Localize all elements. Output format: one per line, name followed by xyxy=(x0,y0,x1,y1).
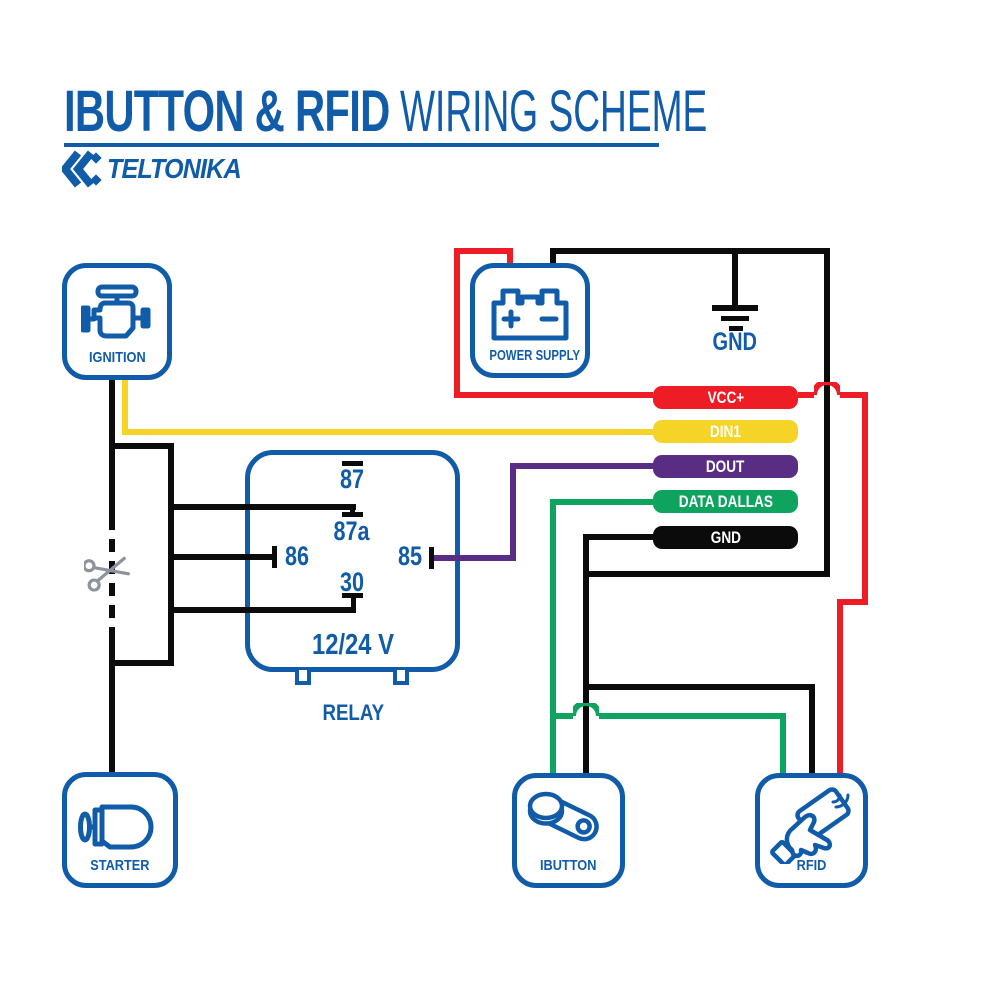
wire-segment-red xyxy=(454,392,653,398)
wire-segment-purple xyxy=(434,555,516,561)
wire-band-dout: DOUT xyxy=(653,455,798,478)
power-supply-label: POWER SUPPLY xyxy=(489,347,581,364)
wire-band-din1: DIN1 xyxy=(653,420,798,443)
wire-band-gnd: GND xyxy=(653,526,798,549)
wire-segment-black xyxy=(721,316,749,321)
relay-pin-86: 86 xyxy=(284,541,310,571)
wire-segment-black xyxy=(109,660,174,666)
ibutton-node: IBUTTON xyxy=(512,773,625,888)
wire-segment-black xyxy=(732,254,738,307)
scissors-icon xyxy=(84,556,131,592)
ignition-node: IGNITION xyxy=(62,263,172,380)
wire-segment-purple xyxy=(510,463,653,469)
wire-segment-black xyxy=(429,547,434,569)
wire-segment-green xyxy=(550,499,556,773)
wire-segment-black xyxy=(824,254,830,577)
wire-segment-red xyxy=(454,254,460,398)
wire-segment-black xyxy=(583,571,830,577)
page-title-secondary: WIRING SCHEME xyxy=(400,79,708,144)
wire-segment-black xyxy=(583,684,815,690)
wire-segment-purple xyxy=(510,463,516,561)
relay-pin-30: 30 xyxy=(339,567,365,597)
wire-segment-black xyxy=(109,443,174,449)
wire-segment-black xyxy=(550,252,556,263)
brand-logo: TELTONIKA xyxy=(62,150,256,188)
wire-segment-green xyxy=(780,713,786,773)
teltonika-chevrons-icon xyxy=(62,150,102,188)
relay-pin-87a: 87a xyxy=(333,516,371,546)
wire-segment-black xyxy=(583,534,655,540)
wire-segment-black xyxy=(168,607,356,613)
relay-mount-tab xyxy=(295,670,311,685)
starter-motor-icon xyxy=(78,804,154,850)
relay-mount-tab xyxy=(393,670,409,685)
wire-segment-red xyxy=(454,248,513,254)
wire-segment-black xyxy=(583,534,589,773)
power-supply-node: POWER SUPPLY xyxy=(470,263,590,378)
green-wire-crossing-hop xyxy=(573,703,599,717)
wire-segment-black xyxy=(168,554,272,560)
rfid-label: RFID xyxy=(796,857,827,874)
relay-pin-87: 87 xyxy=(339,464,365,494)
wire-segment-red xyxy=(798,392,814,398)
wire-segment-black xyxy=(809,690,815,773)
ibutton-label: IBUTTON xyxy=(540,857,597,874)
wire-segment-black xyxy=(168,504,356,510)
wire-segment-black xyxy=(729,326,743,331)
wire-segment-black xyxy=(109,629,115,772)
engine-icon xyxy=(81,284,151,339)
wire-segment-red xyxy=(840,392,868,398)
wire-segment-red xyxy=(837,605,843,773)
wire-segment-black xyxy=(342,461,363,466)
wire-segment-yellow xyxy=(122,429,653,435)
wire-segment-green xyxy=(550,499,653,505)
brand-name: TELTONIKA xyxy=(107,153,242,184)
wire-band-vcc: VCC+ xyxy=(653,386,798,409)
wire-segment-red xyxy=(862,398,868,605)
rfid-node: RFID xyxy=(755,773,868,888)
wire-segment-green xyxy=(550,713,573,719)
wire-segment-black xyxy=(272,546,277,568)
wire-segment-black xyxy=(342,593,363,598)
wire-segment-black xyxy=(350,507,355,514)
wire-segment-black xyxy=(109,517,115,629)
ground-label: GND xyxy=(712,328,758,356)
relay-voltage: 12/24 V xyxy=(311,629,394,661)
page-title-primary: IBUTTON & RFID xyxy=(64,79,390,144)
relay-label: RELAY xyxy=(322,700,384,725)
ibutton-key-icon xyxy=(527,791,599,842)
wire-segment-black xyxy=(550,248,830,254)
wire-segment-red xyxy=(837,599,868,605)
wire-segment-black xyxy=(712,305,758,311)
wire-segment-black xyxy=(342,512,363,517)
wire-segment-green xyxy=(599,713,786,719)
starter-label: STARTER xyxy=(90,857,150,874)
relay-node xyxy=(245,450,460,672)
ignition-label: IGNITION xyxy=(88,349,146,366)
wire-segment-black xyxy=(351,597,356,607)
wire-band-data-dallas: DATA DALLAS xyxy=(653,490,798,513)
starter-node: STARTER xyxy=(62,772,178,888)
wire-segment-red xyxy=(507,252,513,263)
battery-icon xyxy=(491,288,569,341)
red-wire-crossing-hop xyxy=(814,382,840,396)
title-underline xyxy=(64,143,659,147)
rfid-hand-card-icon xyxy=(770,787,851,864)
wire-segment-yellow xyxy=(122,380,128,435)
relay-pin-85: 85 xyxy=(397,541,423,571)
